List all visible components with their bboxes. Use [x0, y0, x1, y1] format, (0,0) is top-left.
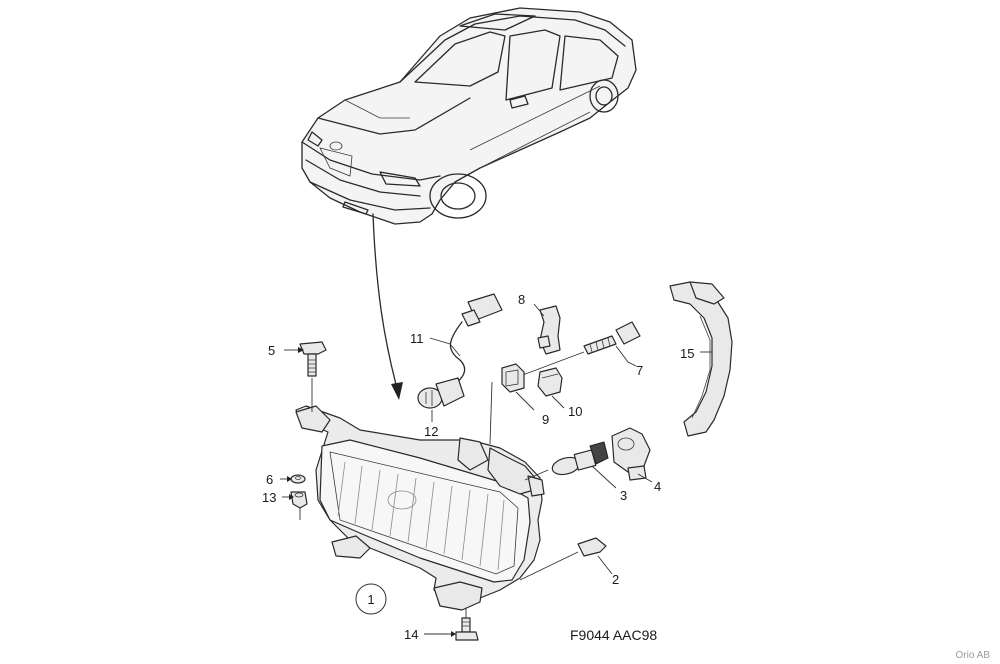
callout-7: 7 — [636, 363, 643, 378]
part-9-connector — [501, 363, 525, 393]
view-number: 1 — [367, 592, 374, 607]
part-15-strap — [669, 281, 733, 437]
car-illustration — [301, 7, 637, 400]
part-8-bracket — [537, 305, 561, 355]
callout-12: 12 — [424, 424, 438, 439]
callout-labels: 5 6 13 14 11 12 8 7 9 10 3 4 2 15 — [262, 292, 694, 642]
figure-code: F9044 AAC98 — [570, 627, 657, 643]
callout-10: 10 — [568, 404, 582, 419]
callout-9: 9 — [542, 412, 549, 427]
part-5-screw — [299, 341, 327, 412]
callout-8: 8 — [518, 292, 525, 307]
part-11-wire-harness — [449, 293, 503, 387]
part-14-bolt — [455, 608, 479, 641]
part-10-clip — [537, 367, 563, 397]
callout-leaders — [280, 303, 712, 637]
callout-11: 11 — [410, 331, 424, 346]
callout-6: 6 — [266, 472, 273, 487]
part-12-bulb — [417, 377, 465, 409]
callout-14: 14 — [404, 627, 418, 642]
callout-2: 2 — [612, 572, 619, 587]
part-2-clip — [519, 537, 607, 581]
view-number-badge: 1 — [355, 583, 387, 615]
part-7-adjuster — [519, 321, 641, 377]
part-4-socket — [611, 427, 651, 481]
callout-5: 5 — [268, 343, 275, 358]
callout-13: 13 — [262, 490, 276, 505]
headlamp-assembly — [295, 381, 545, 611]
callout-4: 4 — [654, 479, 661, 494]
callout-15: 15 — [680, 346, 694, 361]
part-13-nut — [290, 491, 308, 520]
watermark: Orio AB — [956, 650, 991, 661]
part-6-washer — [290, 474, 306, 484]
callout-3: 3 — [620, 488, 627, 503]
part-3-bulb — [524, 441, 609, 481]
